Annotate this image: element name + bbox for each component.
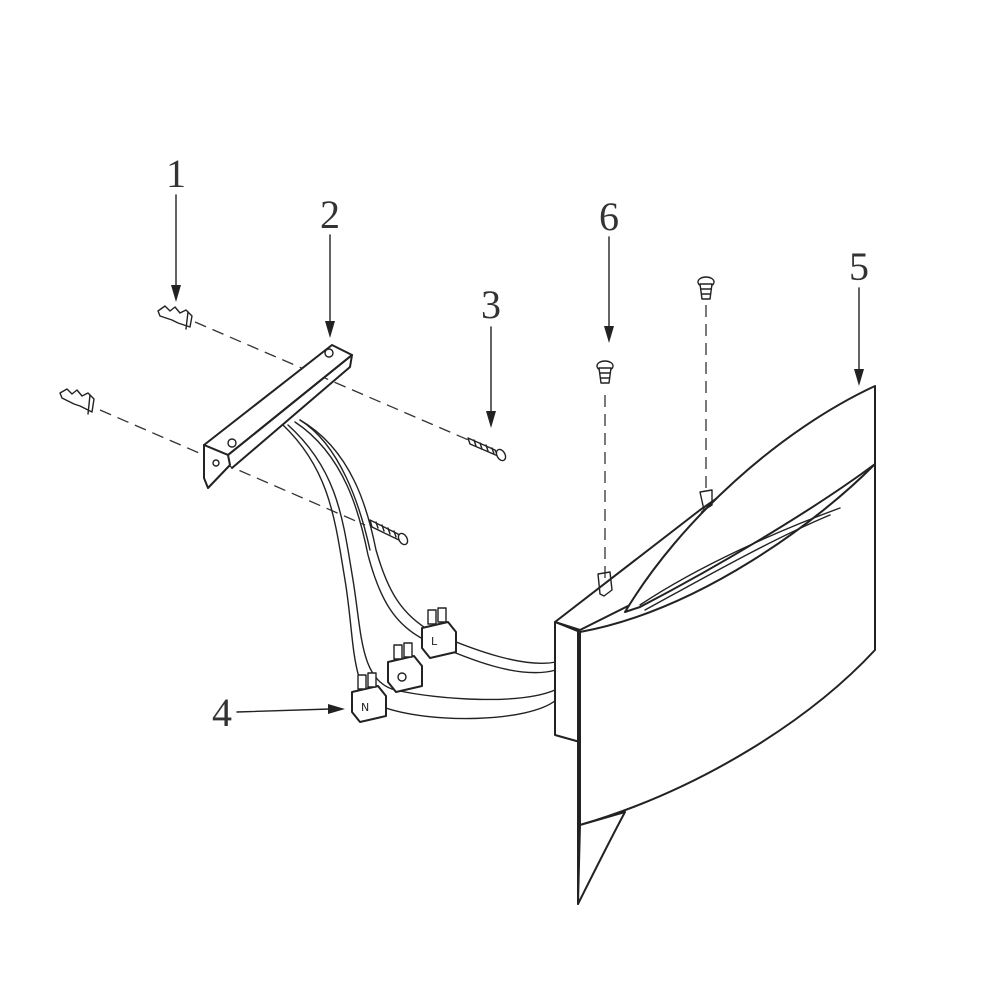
callout-arrows bbox=[171, 194, 864, 714]
wall-plug-upper bbox=[157, 305, 193, 330]
wood-screw-lower bbox=[369, 519, 409, 546]
callout-4: 4 bbox=[212, 690, 232, 735]
callout-1: 1 bbox=[166, 151, 186, 196]
terminal-neutral-label: N bbox=[361, 701, 369, 714]
callout-3: 3 bbox=[481, 282, 501, 327]
wood-screw-upper bbox=[467, 437, 507, 462]
callout-6: 6 bbox=[599, 194, 619, 239]
fixing-screw-right bbox=[697, 276, 715, 300]
fixing-screw-left bbox=[596, 360, 614, 384]
mounting-bracket bbox=[203, 344, 353, 489]
terminal-block-neutral: N bbox=[351, 672, 387, 723]
callout-5: 5 bbox=[849, 244, 869, 289]
callout-2: 2 bbox=[320, 192, 340, 237]
wall-plug-lower bbox=[59, 388, 95, 415]
earth-symbol-icon bbox=[397, 672, 407, 682]
supply-wires bbox=[282, 419, 557, 720]
terminal-block-live: L bbox=[421, 607, 457, 659]
terminal-block-earth bbox=[387, 642, 423, 693]
lamp-body bbox=[554, 385, 876, 905]
terminal-live-label: L bbox=[431, 635, 438, 648]
callout-numbers: 1 2 3 4 5 6 bbox=[166, 151, 869, 735]
